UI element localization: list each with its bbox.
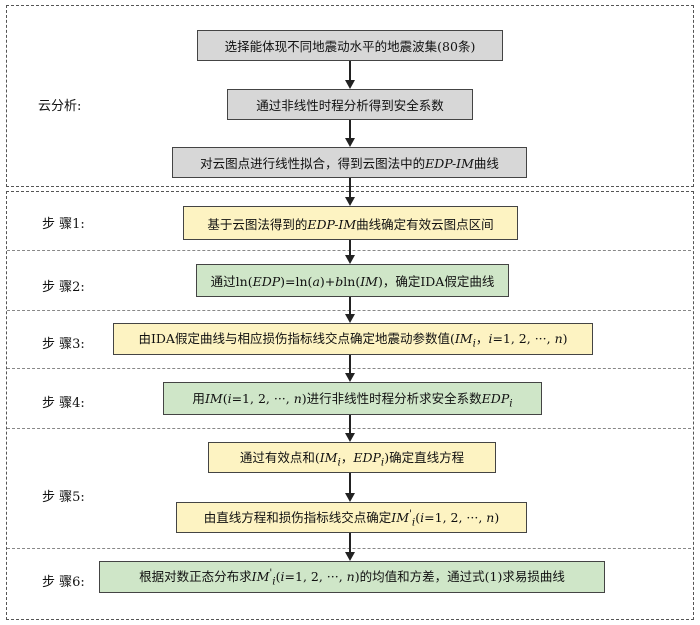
step-6-label: 步 骤6:	[42, 575, 85, 590]
fragility-text: 根据对数正态分布求IM'i(i=1, 2, ···, n)的均值和方差，通过式(…	[139, 567, 565, 588]
select-waves-text: 选择能体现不同地震动水平的地震波集(80条)	[224, 39, 476, 54]
flow-arrow	[345, 473, 355, 502]
select-waves-box: 选择能体现不同地震动水平的地震波集(80条)	[197, 30, 503, 61]
fragility-box: 根据对数正态分布求IM'i(i=1, 2, ···, n)的均值和方差，通过式(…	[99, 561, 605, 593]
flow-arrow	[345, 61, 355, 89]
linear-fit-box: 对云图点进行线性拟合，得到云图法中的EDP-IM曲线	[172, 147, 527, 178]
line-equation-box: 通过有效点和(IMi，EDPi)确定直线方程	[208, 442, 496, 473]
ida-curve-text: 通过ln(EDP)=ln(a)+bln(IM)，确定IDA假定曲线	[210, 274, 495, 289]
linear-fit-text: 对云图点进行线性拟合，得到云图法中的EDP-IM曲线	[200, 156, 499, 171]
step-5-label: 步 骤5:	[42, 490, 85, 505]
cloud-analysis-label: 云分析:	[38, 99, 82, 114]
flow-arrow	[345, 533, 355, 561]
step-2-label: 步 骤2:	[42, 280, 85, 295]
flow-arrow	[345, 120, 355, 147]
line-equation-text: 通过有效点和(IMi，EDPi)确定直线方程	[239, 449, 465, 469]
intersection-box: 由直线方程和损伤指标线交点确定IM'i(i=1, 2, ···, n)	[176, 502, 527, 533]
nonlinear-analysis-box: 通过非线性时程分析得到安全系数	[227, 89, 473, 120]
step-4-label: 步 骤4:	[42, 396, 85, 411]
flow-arrow	[345, 178, 355, 206]
safety-factor-text: 用IM(i=1, 2, ···, n)进行非线性时程分析求安全系数EDPi	[192, 390, 513, 410]
flow-arrow	[345, 240, 355, 264]
flow-arrow	[345, 297, 355, 323]
flow-arrow	[345, 355, 355, 382]
step-3-label: 步 骤3:	[42, 337, 85, 352]
flow-arrow	[345, 415, 355, 442]
nonlinear-analysis-text: 通过非线性时程分析得到安全系数	[256, 98, 444, 113]
effective-interval-text: 基于云图法得到的EDP-IM曲线确定有效云图点区间	[207, 216, 494, 232]
intersection-text: 由直线方程和损伤指标线交点确定IM'i(i=1, 2, ···, n)	[203, 507, 500, 529]
im-values-text: 由IDA假定曲线与相应损伤指标线交点确定地震动参数值(IMi，i=1, 2, ·…	[138, 331, 568, 350]
effective-interval-box: 基于云图法得到的EDP-IM曲线确定有效云图点区间	[183, 206, 518, 240]
ida-curve-box: 通过ln(EDP)=ln(a)+bln(IM)，确定IDA假定曲线	[196, 264, 509, 297]
safety-factor-box: 用IM(i=1, 2, ···, n)进行非线性时程分析求安全系数EDPi	[163, 382, 542, 415]
im-values-box: 由IDA假定曲线与相应损伤指标线交点确定地震动参数值(IMi，i=1, 2, ·…	[113, 323, 593, 355]
step-1-label: 步 骤1:	[42, 217, 85, 232]
